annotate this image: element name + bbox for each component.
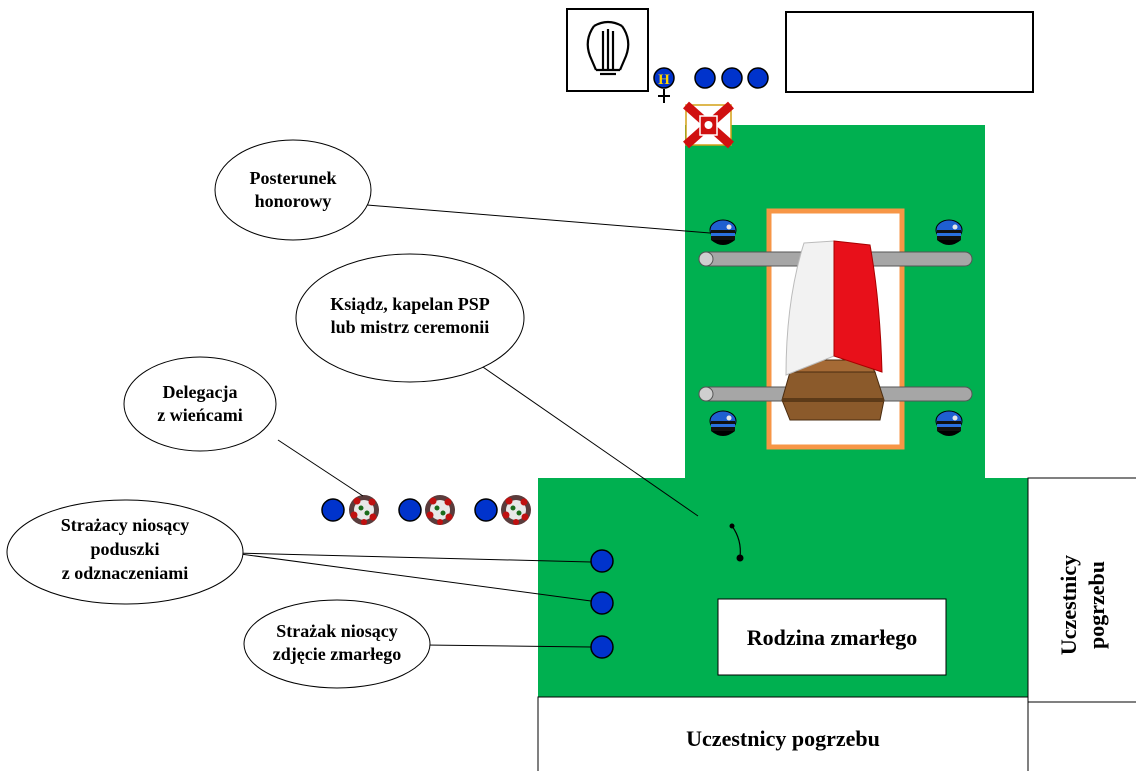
leader-priest	[479, 364, 699, 517]
person-top-1	[694, 67, 716, 89]
svg-text:z wieńcami: z wieńcami	[157, 405, 242, 425]
participants-bottom-area	[537, 696, 1029, 771]
firefighter-cushion-2	[590, 591, 614, 615]
callout-priest: Ksiądz, kapelan PSP lub mistrz ceremonii	[295, 253, 525, 383]
band-marker: H	[653, 67, 675, 103]
person-top-3	[747, 67, 769, 89]
participants-bottom-label: Uczestnicy pogrzebu	[686, 726, 880, 751]
family-label: Rodzina zmarłego	[747, 625, 917, 650]
delegate-1	[321, 498, 345, 522]
family-area	[717, 598, 947, 676]
callout-delegation: Delegacja z wieńcami	[123, 356, 277, 452]
svg-text:Strażak niosący: Strażak niosący	[276, 621, 398, 641]
lyre-icon	[586, 20, 630, 76]
leader-photo	[424, 644, 592, 648]
priest-marker	[729, 523, 744, 562]
svg-text:Strażacy niosący: Strażacy niosący	[61, 515, 189, 535]
cap-icon-guard-2	[935, 219, 963, 246]
svg-text:z odznaczeniami: z odznaczeniami	[62, 563, 188, 583]
banner-icon	[683, 101, 734, 149]
participants-side-label-1: Uczestnicy	[1056, 555, 1081, 655]
leader-cushion-2	[232, 552, 592, 602]
svg-text:H: H	[658, 72, 670, 88]
cap-icon-guard-3	[709, 410, 737, 437]
svg-text:honorowy: honorowy	[255, 191, 332, 211]
wreath-icon-3	[501, 495, 531, 525]
participants-side-area	[1027, 477, 1136, 703]
svg-text:poduszki: poduszki	[90, 539, 159, 559]
person-top-2	[721, 67, 743, 89]
svg-text:lub mistrz ceremonii: lub mistrz ceremonii	[331, 317, 490, 337]
cap-icon-guard-4	[935, 410, 963, 437]
svg-text:Delegacja: Delegacja	[163, 382, 238, 402]
svg-text:zdjęcie zmarłego: zdjęcie zmarłego	[273, 644, 401, 664]
participants-side-label-2: pogrzebu	[1084, 561, 1109, 649]
callout-cushions: Strażacy niosący poduszki z odznaczeniam…	[6, 499, 244, 605]
svg-text:Posterunek: Posterunek	[250, 168, 337, 188]
leader-honor-guard	[366, 204, 711, 234]
callout-honor-guard: Posterunek honorowy	[214, 139, 372, 241]
leader-delegation	[277, 439, 364, 497]
firefighter-cushion-1	[590, 549, 614, 573]
delegate-2	[398, 498, 422, 522]
wreath-icon-1	[349, 495, 379, 525]
leader-cushion-1	[232, 552, 592, 563]
delegate-3	[474, 498, 498, 522]
flag-icon	[785, 240, 883, 376]
wreath-icon-2	[425, 495, 455, 525]
callout-photo: Strażak niosący zdjęcie zmarłego	[243, 599, 431, 689]
honor-company-box	[785, 11, 1034, 93]
svg-text:Ksiądz, kapelan PSP: Ksiądz, kapelan PSP	[330, 294, 490, 314]
firefighter-photo	[590, 635, 614, 659]
cap-icon-guard-1	[709, 219, 737, 246]
